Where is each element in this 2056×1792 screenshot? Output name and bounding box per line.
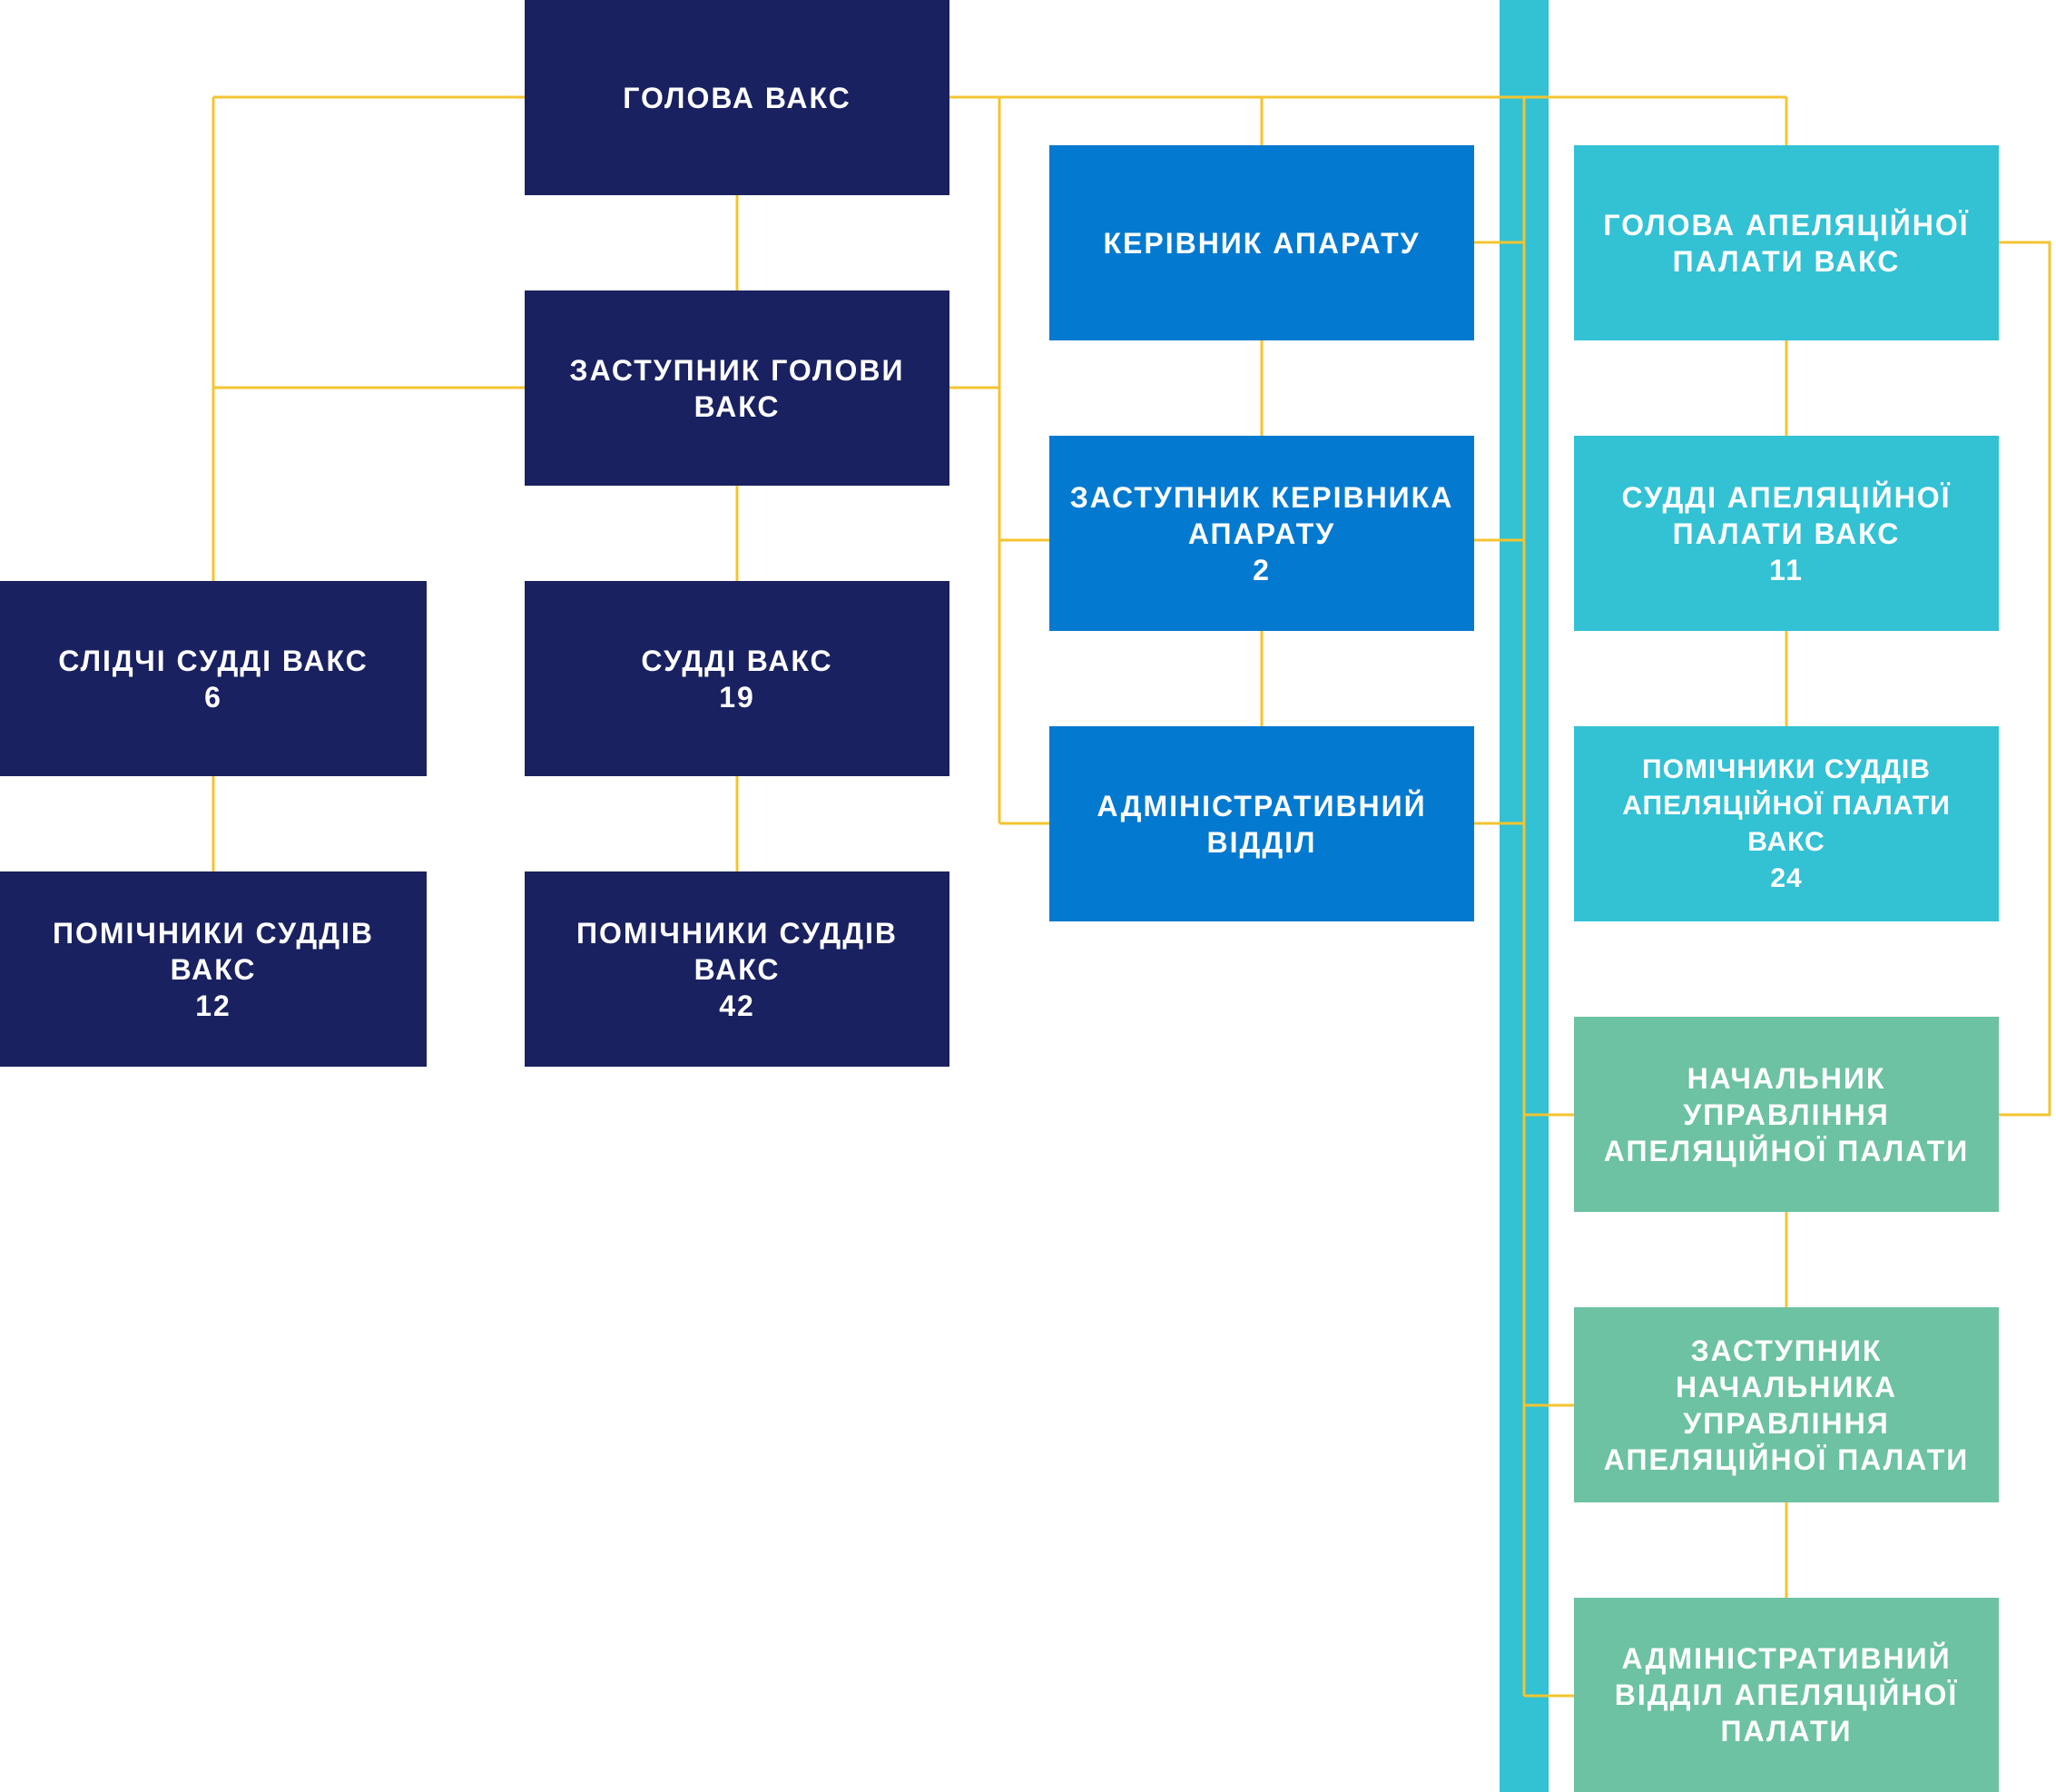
connector-appeal-head-to-mgmt-bracket: [1999, 241, 2051, 1117]
node-deputy-head-vaks: ЗАСТУПНИК ГОЛОВИ ВАКС: [525, 290, 949, 486]
node-admin-dept-title: АДМІНІСТРАТИВНИЙ: [1097, 789, 1427, 822]
node-appeal-mgmt-head-title-2: УПРАВЛІННЯ: [1683, 1098, 1890, 1131]
node-assistants-judges: ПОМІЧНИКИ СУДДІВ ВАКС 42: [525, 871, 949, 1067]
node-assistants-judges-title-2: ВАКС: [694, 952, 781, 986]
node-appeal-judges-count: 11: [1769, 553, 1804, 586]
node-appeal-head: ГОЛОВА АПЕЛЯЦІЙНОЇ ПАЛАТИ ВАКС: [1574, 145, 1999, 340]
node-deputy-head-title-2: ВАКС: [694, 389, 781, 423]
node-appeal-mgmt-deputy-title-3: УПРАВЛІННЯ: [1683, 1406, 1890, 1440]
node-staff-deputy: ЗАСТУПНИК КЕРІВНИКА АПАРАТУ 2: [1049, 436, 1474, 631]
node-deputy-head-title: ЗАСТУПНИК ГОЛОВИ: [569, 353, 905, 387]
node-appeal-mgmt-deputy-title-2: НАЧАЛЬНИКА: [1676, 1370, 1897, 1403]
node-appeal-head-title-2: ПАЛАТИ ВАКС: [1672, 244, 1901, 278]
node-investigating-judges-count: 6: [204, 680, 222, 714]
node-appeal-mgmt-head-title: НАЧАЛЬНИК: [1687, 1061, 1886, 1095]
node-appeal-mgmt-deputy-title: ЗАСТУПНИК: [1690, 1334, 1883, 1367]
node-appeal-assistants-title: ПОМІЧНИКИ СУДДІВ: [1642, 753, 1931, 784]
node-assistants-judges-title: ПОМІЧНИКИ СУДДІВ: [575, 916, 898, 950]
node-appeal-judges-title-2: ПАЛАТИ ВАКС: [1672, 517, 1901, 550]
node-appeal-admin-dept-title-2: ВІДДІЛ АПЕЛЯЦІЙНОЇ: [1614, 1679, 1959, 1711]
node-assistants-investigating-judges: ПОМІЧНИКИ СУДДІВ ВАКС 12: [0, 871, 427, 1067]
node-investigating-judges: СЛІДЧІ СУДДІ ВАКС 6: [0, 581, 427, 776]
node-judges-title: СУДДІ ВАКС: [641, 644, 833, 677]
node-appeal-mgmt-head-title-3: АПЕЛЯЦІЙНОЇ ПАЛАТИ: [1603, 1134, 1970, 1167]
node-appeal-assistants-title-2: АПЕЛЯЦІЙНОЇ ПАЛАТИ ВАКС: [1622, 790, 1951, 857]
node-head-vaks-title: ГОЛОВА ВАКС: [623, 81, 851, 114]
node-appeal-assistants: ПОМІЧНИКИ СУДДІВ АПЕЛЯЦІЙНОЇ ПАЛАТИ ВАКС…: [1574, 726, 1999, 921]
node-admin-dept: АДМІНІСТРАТИВНИЙ ВІДДІЛ: [1049, 726, 1474, 921]
node-judges-count: 19: [719, 680, 755, 714]
node-assistants-investigating-count: 12: [195, 989, 231, 1022]
node-appeal-mgmt-head: НАЧАЛЬНИК УПРАВЛІННЯ АПЕЛЯЦІЙНОЇ ПАЛАТИ: [1574, 1017, 1999, 1212]
node-appeal-admin-dept: АДМІНІСТРАТИВНИЙ ВІДДІЛ АПЕЛЯЦІЙНОЇ ПАЛА…: [1574, 1598, 1999, 1792]
node-head-vaks: ГОЛОВА ВАКС: [525, 0, 949, 195]
node-staff-head-title: КЕРІВНИК АПАРАТУ: [1103, 226, 1421, 260]
node-assistants-investigating-title: ПОМІЧНИКИ СУДДІВ: [52, 916, 374, 950]
node-staff-deputy-count: 2: [1253, 553, 1271, 586]
node-admin-dept-title-2: ВІДДІЛ: [1206, 825, 1317, 859]
node-appeal-assistants-count: 24: [1770, 862, 1803, 893]
node-assistants-investigating-title-2: ВАКС: [170, 952, 257, 986]
node-appeal-judges: СУДДІ АПЕЛЯЦІЙНОЇ ПАЛАТИ ВАКС 11: [1574, 436, 1999, 631]
node-assistants-judges-count: 42: [719, 989, 755, 1022]
node-appeal-admin-dept-title: АДМІНІСТРАТИВНИЙ: [1621, 1642, 1952, 1675]
node-staff-head: КЕРІВНИК АПАРАТУ: [1049, 145, 1474, 340]
node-investigating-judges-title: СЛІДЧІ СУДДІ ВАКС: [58, 644, 369, 677]
node-judges-vaks: СУДДІ ВАКС 19: [525, 581, 949, 776]
node-appeal-head-title: ГОЛОВА АПЕЛЯЦІЙНОЇ: [1603, 208, 1970, 241]
node-appeal-mgmt-deputy-title-4: АПЕЛЯЦІЙНОЇ ПАЛАТИ: [1603, 1442, 1970, 1476]
node-appeal-judges-title: СУДДІ АПЕЛЯЦІЙНОЇ: [1621, 480, 1952, 514]
node-staff-deputy-title-2: АПАРАТУ: [1187, 517, 1336, 550]
node-staff-deputy-title: ЗАСТУПНИК КЕРІВНИКА: [1069, 480, 1454, 514]
node-appeal-mgmt-deputy: ЗАСТУПНИК НАЧАЛЬНИКА УПРАВЛІННЯ АПЕЛЯЦІЙ…: [1574, 1307, 1999, 1502]
node-appeal-admin-dept-title-3: ПАЛАТИ: [1720, 1715, 1853, 1748]
